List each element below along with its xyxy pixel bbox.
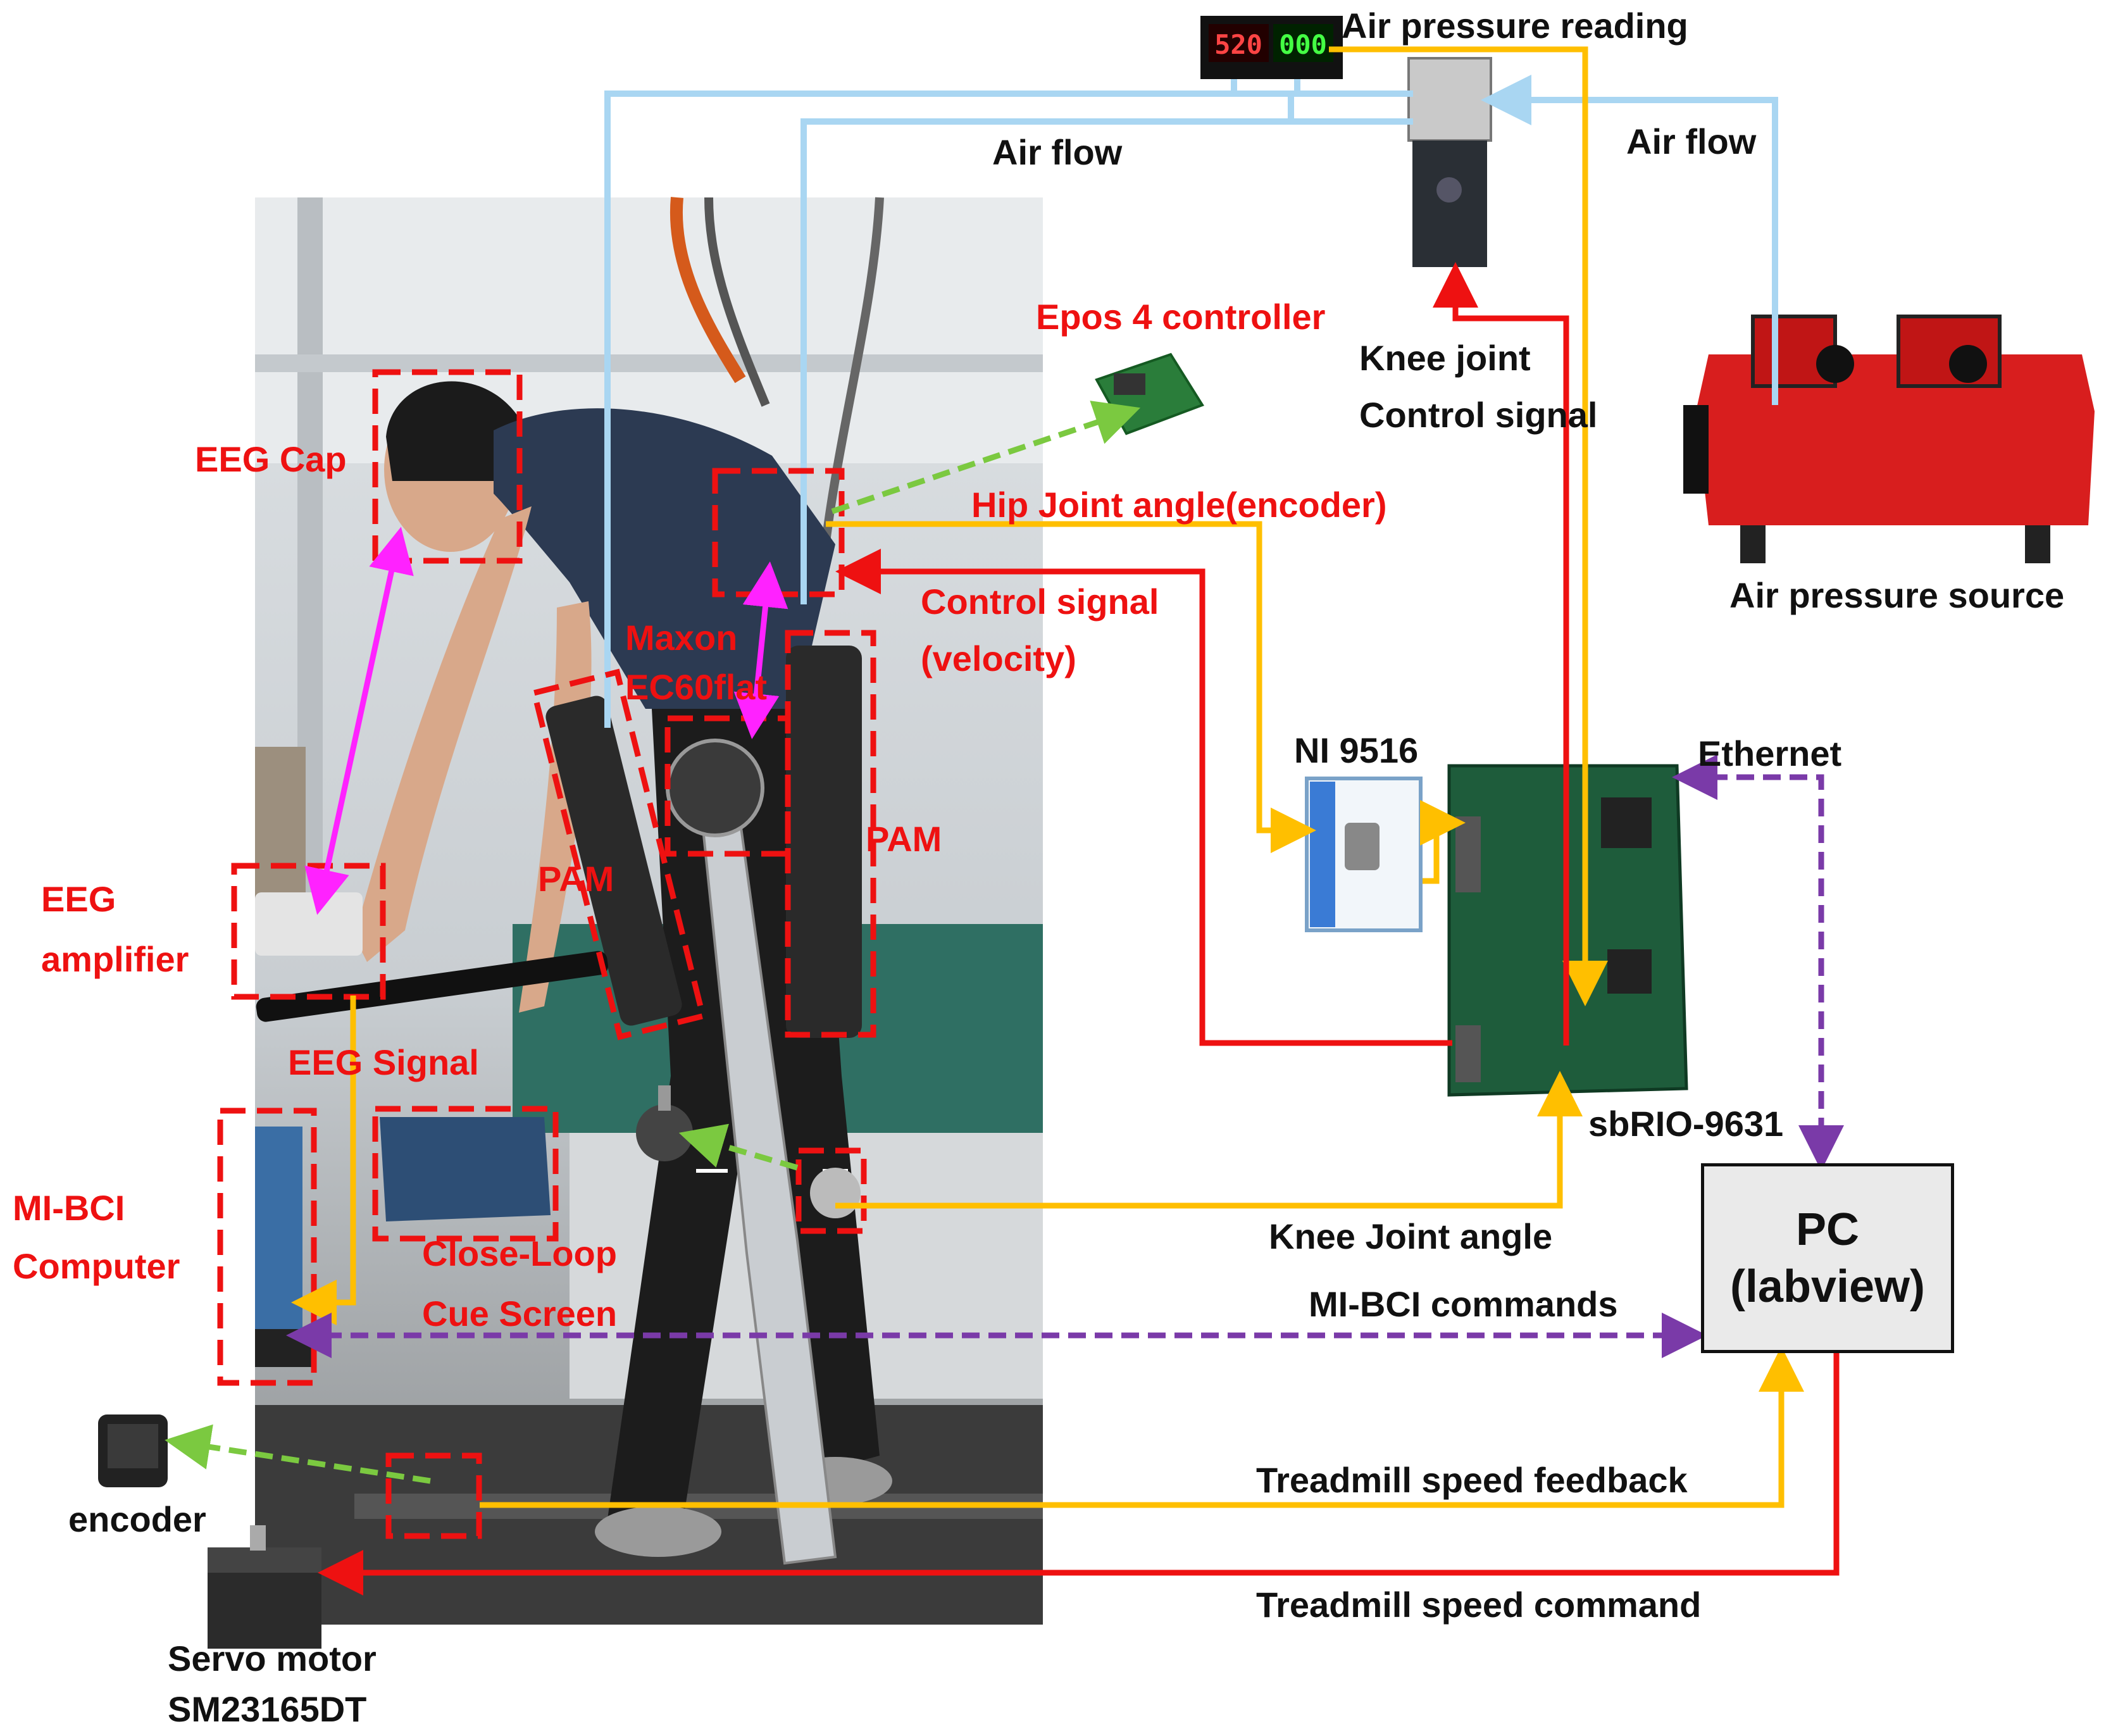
label-control-signal: Control signal	[921, 582, 1159, 621]
label-air-pressure-source: Air pressure source	[1729, 575, 2065, 615]
potentiometer	[636, 1085, 693, 1161]
label-servo-motor: Servo motor	[168, 1639, 377, 1678]
treadmill-encoder-box	[385, 1452, 482, 1539]
label-eeg-cap: EEG Cap	[195, 439, 347, 479]
label-ethernet: Ethernet	[1698, 734, 1842, 773]
eeg-links	[304, 527, 788, 915]
bidirectional-links	[286, 754, 1844, 1358]
label-mi-bci: MI-BCI	[13, 1188, 125, 1228]
label-epos-controller: Epos 4 controller	[1036, 297, 1326, 337]
label-knee-joint: Knee joint	[1359, 338, 1531, 378]
label-encoder: encoder	[68, 1499, 206, 1539]
label-maxon: Maxon	[625, 618, 738, 658]
label-air-pressure-reading: Air pressure reading	[1342, 6, 1688, 46]
label-cue-screen: Cue Screen	[422, 1294, 618, 1333]
pressure-valve	[1407, 57, 1492, 267]
feedback-lines	[291, 46, 1804, 1508]
label-knee-joint-angle: Knee Joint angle	[1269, 1216, 1553, 1256]
label-servo-model: SM23165DT	[168, 1689, 367, 1729]
label-close-loop: Close-Loop	[422, 1233, 617, 1273]
label-control-signal-velocity: (velocity)	[921, 639, 1076, 678]
label-eeg-signal: EEG Signal	[288, 1042, 479, 1082]
label-eeg-amplifier: amplifier	[41, 939, 189, 979]
pressure-display-right: 000	[1279, 29, 1327, 60]
control-lines	[318, 262, 1840, 1595]
label-hip-joint-angle: Hip Joint angle(encoder)	[971, 485, 1387, 525]
pressure-display-left: 520	[1214, 29, 1262, 60]
label-eeg: EEG	[41, 879, 116, 919]
cue-screen-box	[372, 1106, 559, 1242]
label-pam-right: PAM	[866, 819, 942, 859]
ni-9516-module	[1305, 777, 1423, 932]
epos-controller-board	[1095, 353, 1204, 435]
label-treadmill-command: Treadmill speed command	[1256, 1585, 1702, 1625]
pressure-display: 520 000	[1200, 16, 1343, 79]
air-compressor	[1683, 315, 2095, 563]
label-air-flow-left: Air flow	[992, 132, 1123, 172]
pc-subtitle: (labview)	[1729, 1261, 1926, 1312]
pc-labview-box: PC (labview)	[1701, 1163, 1954, 1353]
label-treadmill-feedback: Treadmill speed feedback	[1256, 1460, 1688, 1500]
encoder-image	[98, 1414, 168, 1487]
pam-right-box	[785, 630, 876, 1038]
label-sbrio: sbRIO-9631	[1588, 1104, 1784, 1144]
label-pam-left: PAM	[538, 859, 614, 899]
mi-bci-computer-box	[217, 1108, 317, 1386]
servo-motor-image	[208, 1525, 321, 1649]
label-mi-bci-commands: MI-BCI commands	[1309, 1284, 1618, 1324]
label-knee-control-signal: Control signal	[1359, 395, 1598, 435]
wireless-links	[165, 401, 1141, 1484]
pc-title: PC	[1795, 1204, 1860, 1255]
eeg-cap-box	[372, 369, 523, 564]
pam-left-box	[530, 668, 707, 1040]
label-mi-bci-computer: Computer	[13, 1246, 180, 1286]
label-ni-9516: NI 9516	[1294, 730, 1419, 770]
label-maxon-model: EC60flat	[625, 667, 768, 707]
label-air-flow-right: Air flow	[1626, 122, 1757, 161]
